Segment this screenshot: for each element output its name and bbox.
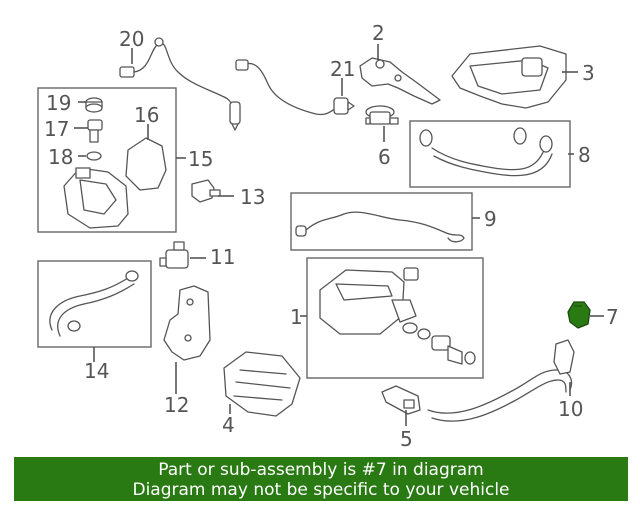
- callout-numbers: 20 2 21 3 6 8 9 13 11 1 7 10 5 4 12 14 1…: [44, 21, 619, 451]
- callout-3[interactable]: 3: [582, 61, 595, 85]
- callout-2[interactable]: 2: [372, 21, 385, 45]
- part-7-highlighted[interactable]: [567, 301, 591, 329]
- callout-20[interactable]: 20: [119, 27, 144, 51]
- callout-leaders: [74, 44, 604, 426]
- group-box-8: [409, 120, 571, 188]
- banner-line-2: Diagram may not be specific to your vehi…: [132, 480, 510, 500]
- callout-9[interactable]: 9: [484, 207, 497, 231]
- part-6-purge-valve[interactable]: [365, 105, 399, 125]
- part-5-bracket[interactable]: [381, 385, 421, 415]
- banner-line-1: Part or sub-assembly is #7 in diagram: [158, 460, 484, 480]
- callout-21[interactable]: 21: [330, 57, 355, 81]
- callout-12[interactable]: 12: [164, 393, 189, 417]
- part-15-canister-body[interactable]: [63, 167, 129, 229]
- part-3-tray[interactable]: [451, 45, 567, 109]
- callout-13[interactable]: 13: [240, 185, 265, 209]
- part-11-valve[interactable]: [159, 241, 189, 269]
- callout-19[interactable]: 19: [46, 91, 71, 115]
- callout-16[interactable]: 16: [134, 103, 159, 127]
- callout-6[interactable]: 6: [378, 145, 391, 169]
- part-19-cap[interactable]: [85, 97, 103, 113]
- part-9-cable[interactable]: [295, 211, 465, 243]
- callout-14[interactable]: 14: [84, 359, 109, 383]
- part-20-o2-sensor[interactable]: [119, 37, 241, 131]
- part-12-bracket[interactable]: [163, 285, 211, 361]
- part-10-hose[interactable]: [427, 339, 575, 422]
- callout-1[interactable]: 1: [290, 305, 303, 329]
- callout-18[interactable]: 18: [48, 145, 73, 169]
- part-1-canister[interactable]: [319, 267, 476, 365]
- part-2-bracket[interactable]: [359, 57, 441, 105]
- group-box-1: [306, 257, 484, 379]
- callout-11[interactable]: 11: [210, 245, 235, 269]
- part-14-hose[interactable]: [49, 270, 139, 337]
- part-4-shield[interactable]: [223, 351, 301, 417]
- part-13-sensor[interactable]: [191, 179, 221, 203]
- part-21-o2-sensor[interactable]: [235, 59, 355, 116]
- part-8-hose[interactable]: [419, 127, 553, 177]
- part-16-gasket[interactable]: [125, 137, 167, 191]
- callout-15[interactable]: 15: [188, 147, 213, 171]
- group-box-9: [290, 192, 473, 251]
- callout-10[interactable]: 10: [558, 397, 583, 421]
- callout-8[interactable]: 8: [578, 143, 591, 167]
- callout-5[interactable]: 5: [400, 427, 413, 451]
- part-18-oring[interactable]: [86, 151, 102, 161]
- notice-banner: Part or sub-assembly is #7 in diagram Di…: [14, 457, 628, 501]
- part-17-sensor[interactable]: [87, 119, 103, 143]
- group-box-15: [37, 87, 177, 233]
- callout-7[interactable]: 7: [606, 305, 619, 329]
- callout-17[interactable]: 17: [44, 117, 69, 141]
- callout-4[interactable]: 4: [222, 413, 235, 437]
